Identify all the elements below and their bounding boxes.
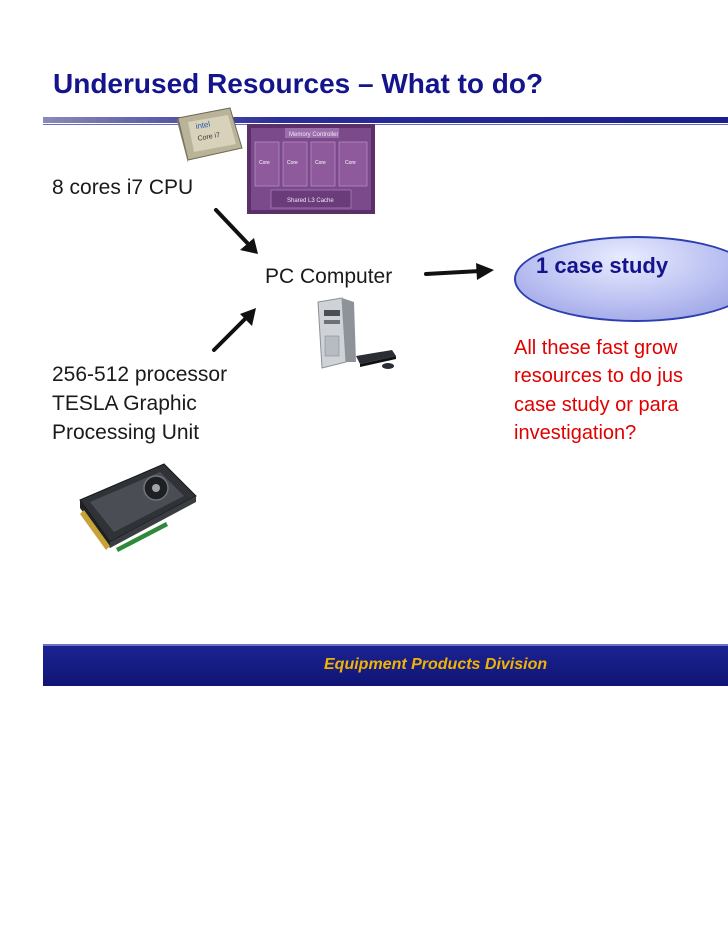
note-line-3: case study or para	[514, 394, 679, 416]
pc-computer-label: PC Computer	[265, 265, 393, 288]
note-line-1: All these fast grow	[514, 337, 678, 359]
title-rule	[43, 117, 728, 123]
pc-tower-image	[317, 297, 396, 369]
cpu-chip-image: intel Core i7	[177, 107, 243, 163]
slide-title: Underused Resources – What to do?	[53, 68, 544, 99]
case-study-oval	[514, 236, 728, 322]
note-line-4: investigation?	[514, 422, 637, 444]
die-cache-text: Shared L3 Cache	[287, 198, 334, 204]
cpu-label: 8 cores i7 CPU	[52, 176, 194, 199]
footer-text: Equipment Products Division	[324, 656, 548, 673]
note-line-2: resources to do jus	[514, 365, 683, 387]
arrow-cpu-to-pc	[214, 208, 258, 254]
die-core-text-3: Core	[315, 160, 326, 166]
gpu-label-line-3: Processing Unit	[52, 421, 200, 444]
arrow-pc-to-case	[424, 263, 494, 280]
die-memory-text: Memory Controller	[289, 132, 338, 138]
title-rule-line	[43, 124, 728, 125]
cpu-model-text: Core i7	[197, 132, 221, 143]
die-core-text-2: Core	[287, 160, 298, 166]
cpu-die-image: Memory Controller Core Core Core Core Sh…	[247, 124, 375, 214]
gpu-label-line-1: 256-512 processor	[52, 363, 228, 386]
footer-bar: Equipment Products Division	[43, 644, 728, 686]
case-study-text: 1 case study	[536, 253, 669, 278]
gpu-card-image	[79, 463, 197, 552]
gpu-label-line-2: TESLA Graphic	[52, 392, 197, 415]
die-core-text-1: Core	[259, 160, 270, 166]
die-core-text-4: Core	[345, 160, 356, 166]
arrow-gpu-to-pc	[212, 308, 256, 352]
cpu-brand-text: intel	[195, 120, 211, 131]
